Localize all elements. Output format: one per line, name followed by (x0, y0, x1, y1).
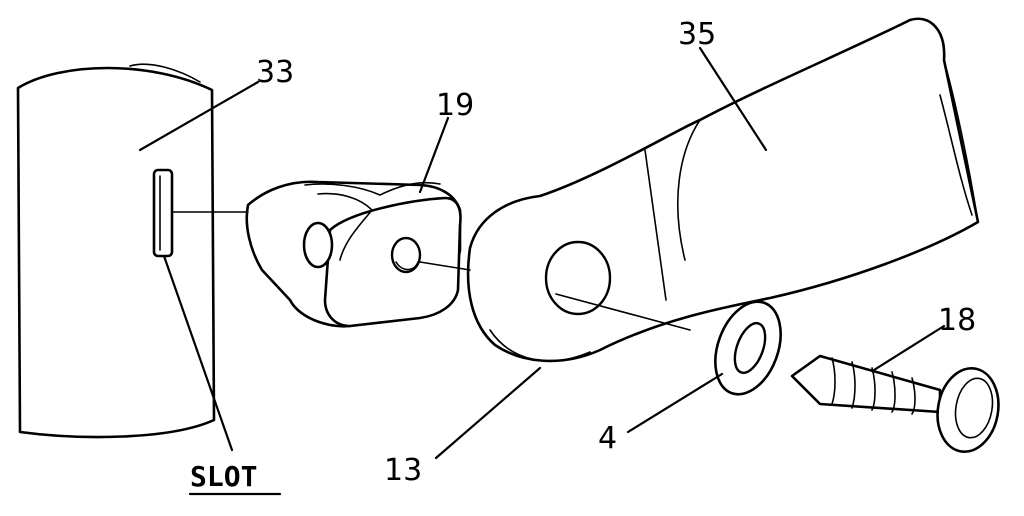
leader-lines (138, 46, 946, 460)
slot-feature (152, 168, 174, 258)
label-35: 35 (678, 17, 716, 52)
label-18: 18 (938, 303, 976, 338)
part-35-arm (466, 17, 980, 363)
part-33-post (16, 63, 216, 439)
part-4-washer (714, 300, 782, 396)
assembly-lines (171, 211, 471, 271)
label-slot: SLOT (190, 460, 257, 493)
part-18-screw (790, 354, 1000, 453)
part-19-clip (245, 180, 462, 328)
label-13: 13 (384, 453, 422, 488)
label-19: 19 (436, 88, 474, 123)
label-4: 4 (598, 421, 617, 456)
label-33: 33 (256, 55, 294, 90)
